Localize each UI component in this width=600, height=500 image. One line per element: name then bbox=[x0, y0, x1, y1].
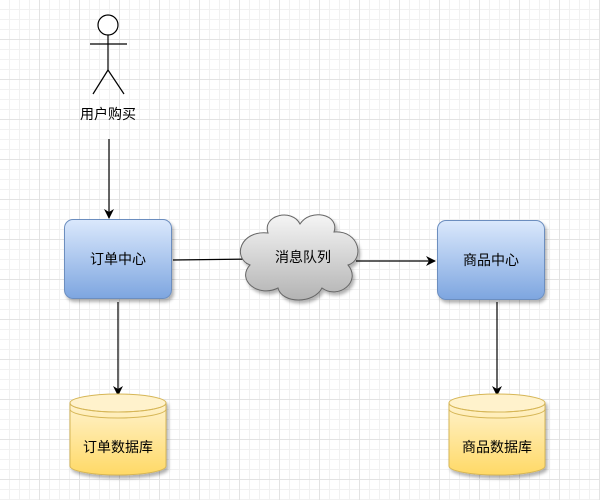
product-center-label: 商品中心 bbox=[463, 253, 519, 269]
order-db-cylinder-shape bbox=[69, 393, 167, 476]
order-center-node[interactable]: 订单中心 bbox=[64, 219, 172, 299]
actor-label: 用户购买 bbox=[80, 107, 136, 123]
product-center-node[interactable]: 商品中心 bbox=[437, 220, 545, 300]
user-actor-icon bbox=[90, 14, 127, 95]
product-db-label: 商品数据库 bbox=[462, 440, 532, 456]
order-db-label: 订单数据库 bbox=[83, 440, 153, 456]
message-queue-label: 消息队列 bbox=[275, 250, 331, 266]
edge-order-center-to-queue bbox=[172, 254, 256, 265]
product-db-cylinder-shape bbox=[448, 393, 546, 476]
order-center-label: 订单中心 bbox=[90, 252, 146, 268]
message-queue-cloud-shape bbox=[239, 214, 359, 301]
